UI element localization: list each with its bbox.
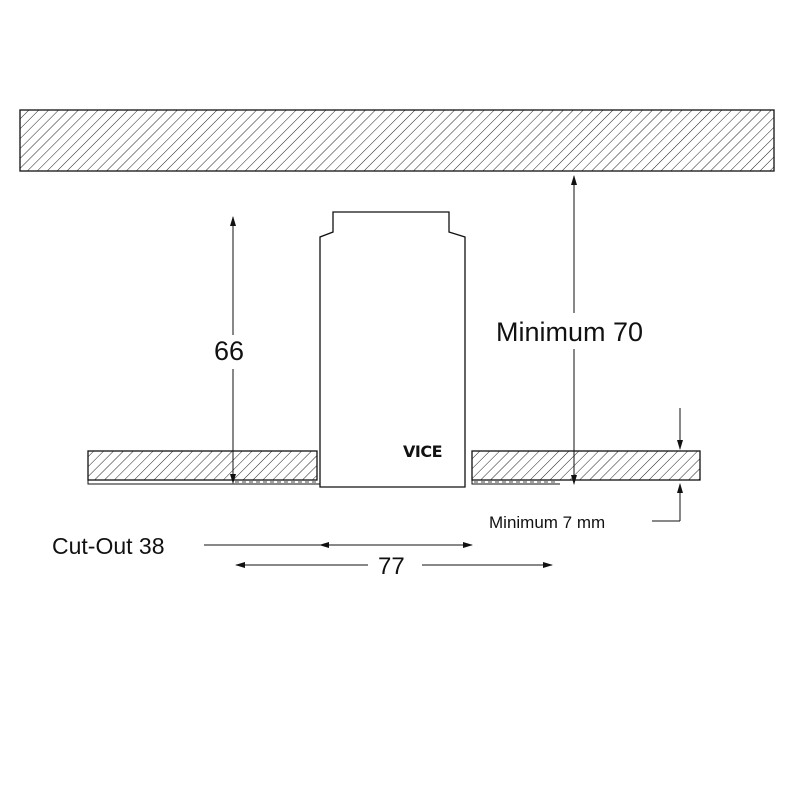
clearance-label: Minimum 70 <box>496 317 643 347</box>
thickness-label: Minimum 7 mm <box>489 513 605 532</box>
ceiling-board-left <box>87 450 318 481</box>
ceiling-board-right <box>471 450 701 481</box>
height-label-bg <box>210 335 250 369</box>
brand-logo: VICE <box>403 442 442 461</box>
cutout-label: Cut-Out 38 <box>52 533 165 559</box>
height-label: 66 <box>214 336 244 366</box>
width-label: 77 <box>378 553 405 580</box>
structural-slab <box>19 109 775 172</box>
fixture-housing <box>319 211 466 488</box>
clearance-label-bg <box>494 313 654 349</box>
